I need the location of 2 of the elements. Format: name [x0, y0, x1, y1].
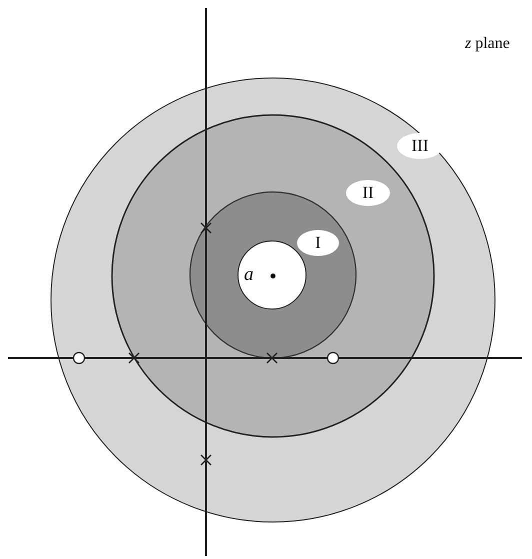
plane-label: z plane	[465, 35, 510, 53]
point-label: a	[244, 264, 254, 286]
